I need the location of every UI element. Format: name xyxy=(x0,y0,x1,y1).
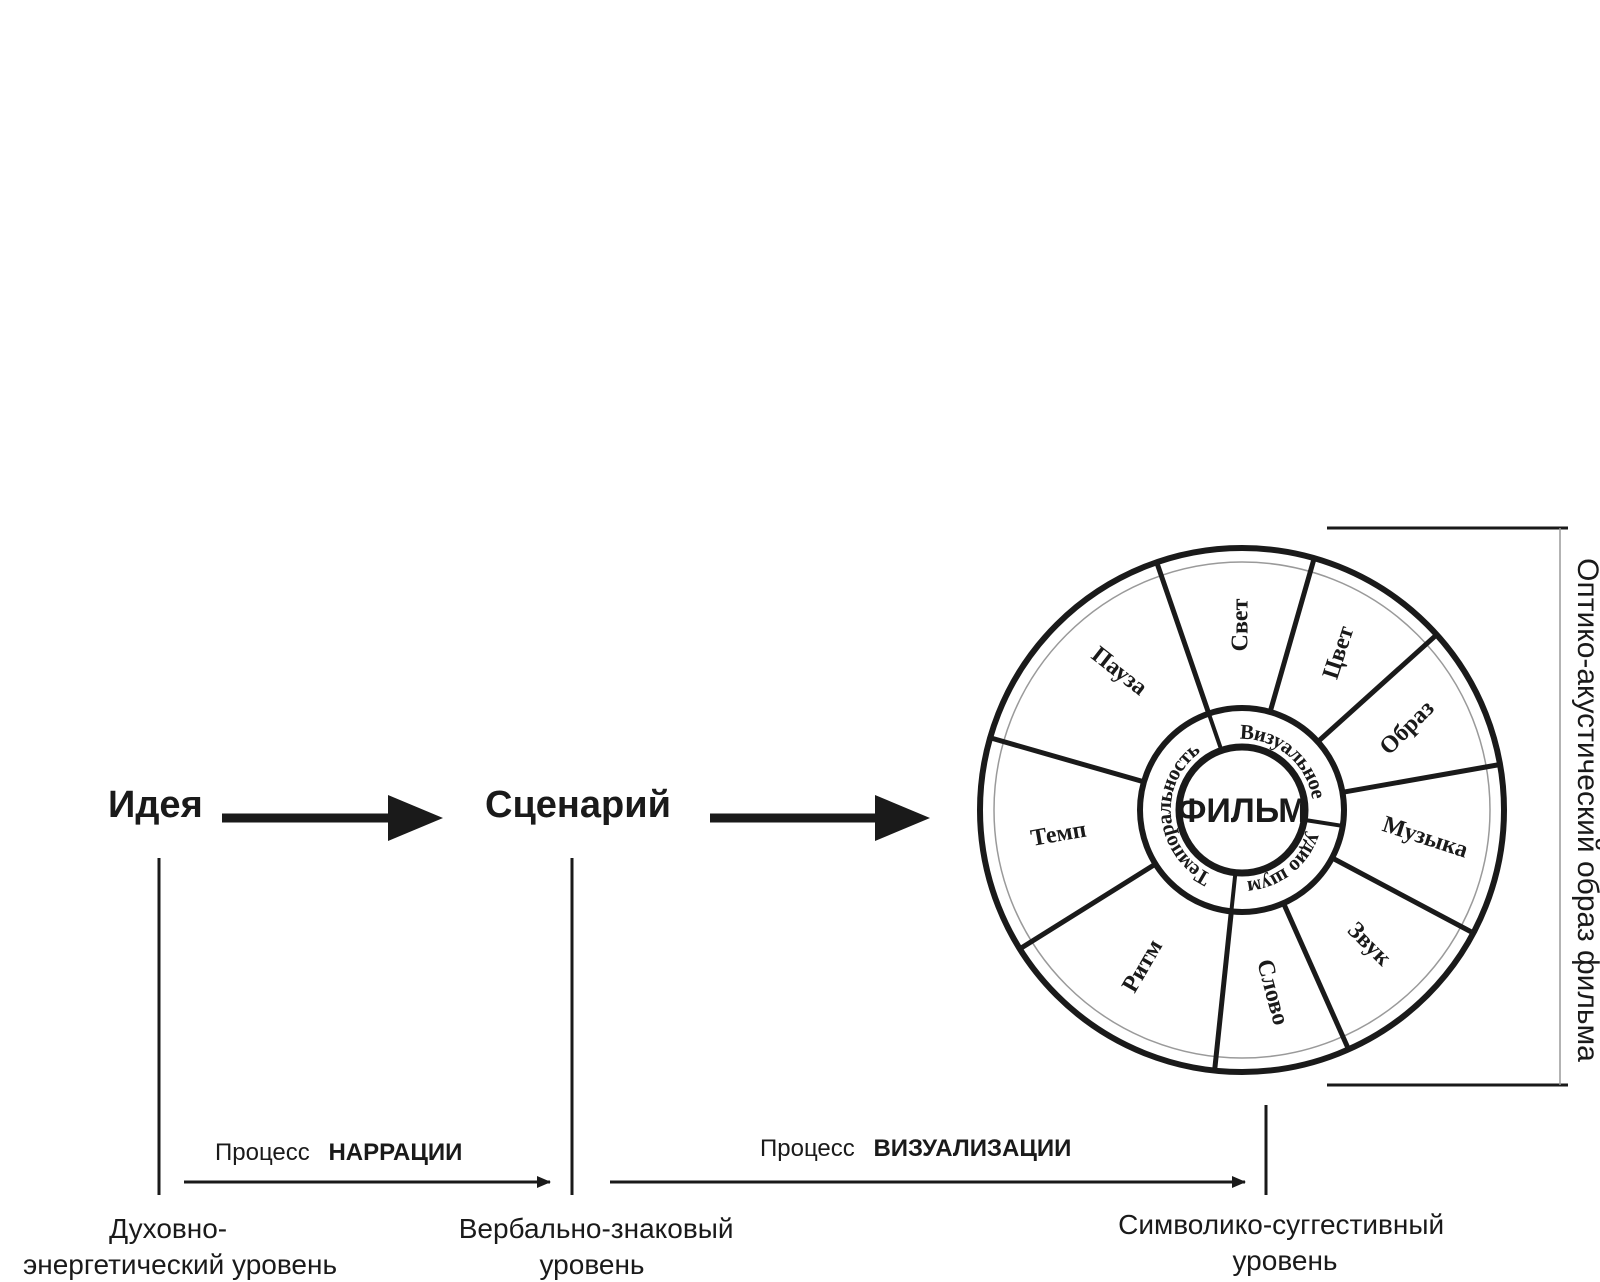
stage-scenario: Сценарий xyxy=(485,784,671,826)
outer-divider-4 xyxy=(1330,855,1475,936)
outer-divider-0 xyxy=(1154,561,1212,715)
level-verbal-line2: уровень xyxy=(539,1249,644,1280)
middle-labels: ВизуальноеАудио шумыТемпоральность xyxy=(0,0,1331,900)
outer-divider-7 xyxy=(1018,861,1157,951)
outer-label-8: Пауза xyxy=(1086,642,1152,701)
level-spiritual-caption: Духовно- энергетический уровень xyxy=(23,1213,337,1280)
middle-divider-2 xyxy=(1229,872,1238,912)
middle-label-1: Аудио шумы xyxy=(0,0,1328,900)
process-visualization-name: ВИЗУАЛИЗАЦИИ xyxy=(873,1135,1071,1162)
stage-idea: Идея xyxy=(108,784,203,826)
process-narration-prefix: Процесс xyxy=(215,1139,310,1166)
wheel-inner-guide-circle xyxy=(993,561,1491,1059)
outer-divider-6 xyxy=(1212,911,1234,1071)
process-narration-name: НАРРАЦИИ xyxy=(328,1139,462,1166)
level-verbal-line1: Вербально-знаковый xyxy=(459,1213,734,1244)
outer-label-3: Музыка xyxy=(1379,812,1471,864)
wheel-center-circle xyxy=(1175,743,1309,877)
outer-divider-3 xyxy=(1342,762,1501,795)
outer-label-0: Свет xyxy=(1228,598,1254,651)
process-visualization-label: Процесс ВИЗУАЛИЗАЦИИ xyxy=(760,1135,1071,1162)
process-visualization-prefix: Процесс xyxy=(760,1135,855,1162)
outer-divider-2 xyxy=(1316,632,1439,744)
bracket-label: Оптико-акустический образ фильма xyxy=(1571,558,1600,1062)
outer-divider-5 xyxy=(1281,902,1351,1051)
outer-label-6: Ритм xyxy=(1117,935,1168,997)
level-symbolic-line2: уровень xyxy=(1232,1245,1337,1276)
outer-label-7: Темп xyxy=(1029,817,1089,852)
arrow-idea-to-scenario xyxy=(222,795,443,841)
level-symbolic-line1: Символико-суггестивный xyxy=(1118,1209,1444,1240)
level-symbolic-caption: Символико-суггестивный уровень xyxy=(1118,1209,1452,1276)
right-bracket xyxy=(1327,526,1568,1087)
middle-divider-1 xyxy=(1303,817,1344,828)
outer-label-2: Образ xyxy=(1375,695,1440,760)
outer-divider-1 xyxy=(1267,557,1317,713)
outer-label-1: Цвет xyxy=(1318,623,1360,683)
outer-divider-8 xyxy=(989,735,1145,785)
wheel-outer-circle xyxy=(977,545,1507,1075)
middle-dividers xyxy=(1206,712,1344,912)
middle-divider-0 xyxy=(1206,712,1224,752)
outer-label-5: Слово xyxy=(1251,957,1293,1028)
level-spiritual-line1: Духовно- xyxy=(109,1213,227,1244)
process-narration-label: Процесс НАРРАЦИИ xyxy=(215,1139,462,1166)
level-spiritual-line2: энергетический уровень xyxy=(23,1249,337,1280)
outer-label-4: Звук xyxy=(1342,917,1396,971)
outer-dividers xyxy=(989,557,1501,1071)
level-verbal-caption: Вербально-знаковый уровень xyxy=(459,1213,742,1280)
arrow-scenario-to-film xyxy=(710,795,930,841)
film-center-label: ФИЛЬМ xyxy=(1177,792,1306,830)
